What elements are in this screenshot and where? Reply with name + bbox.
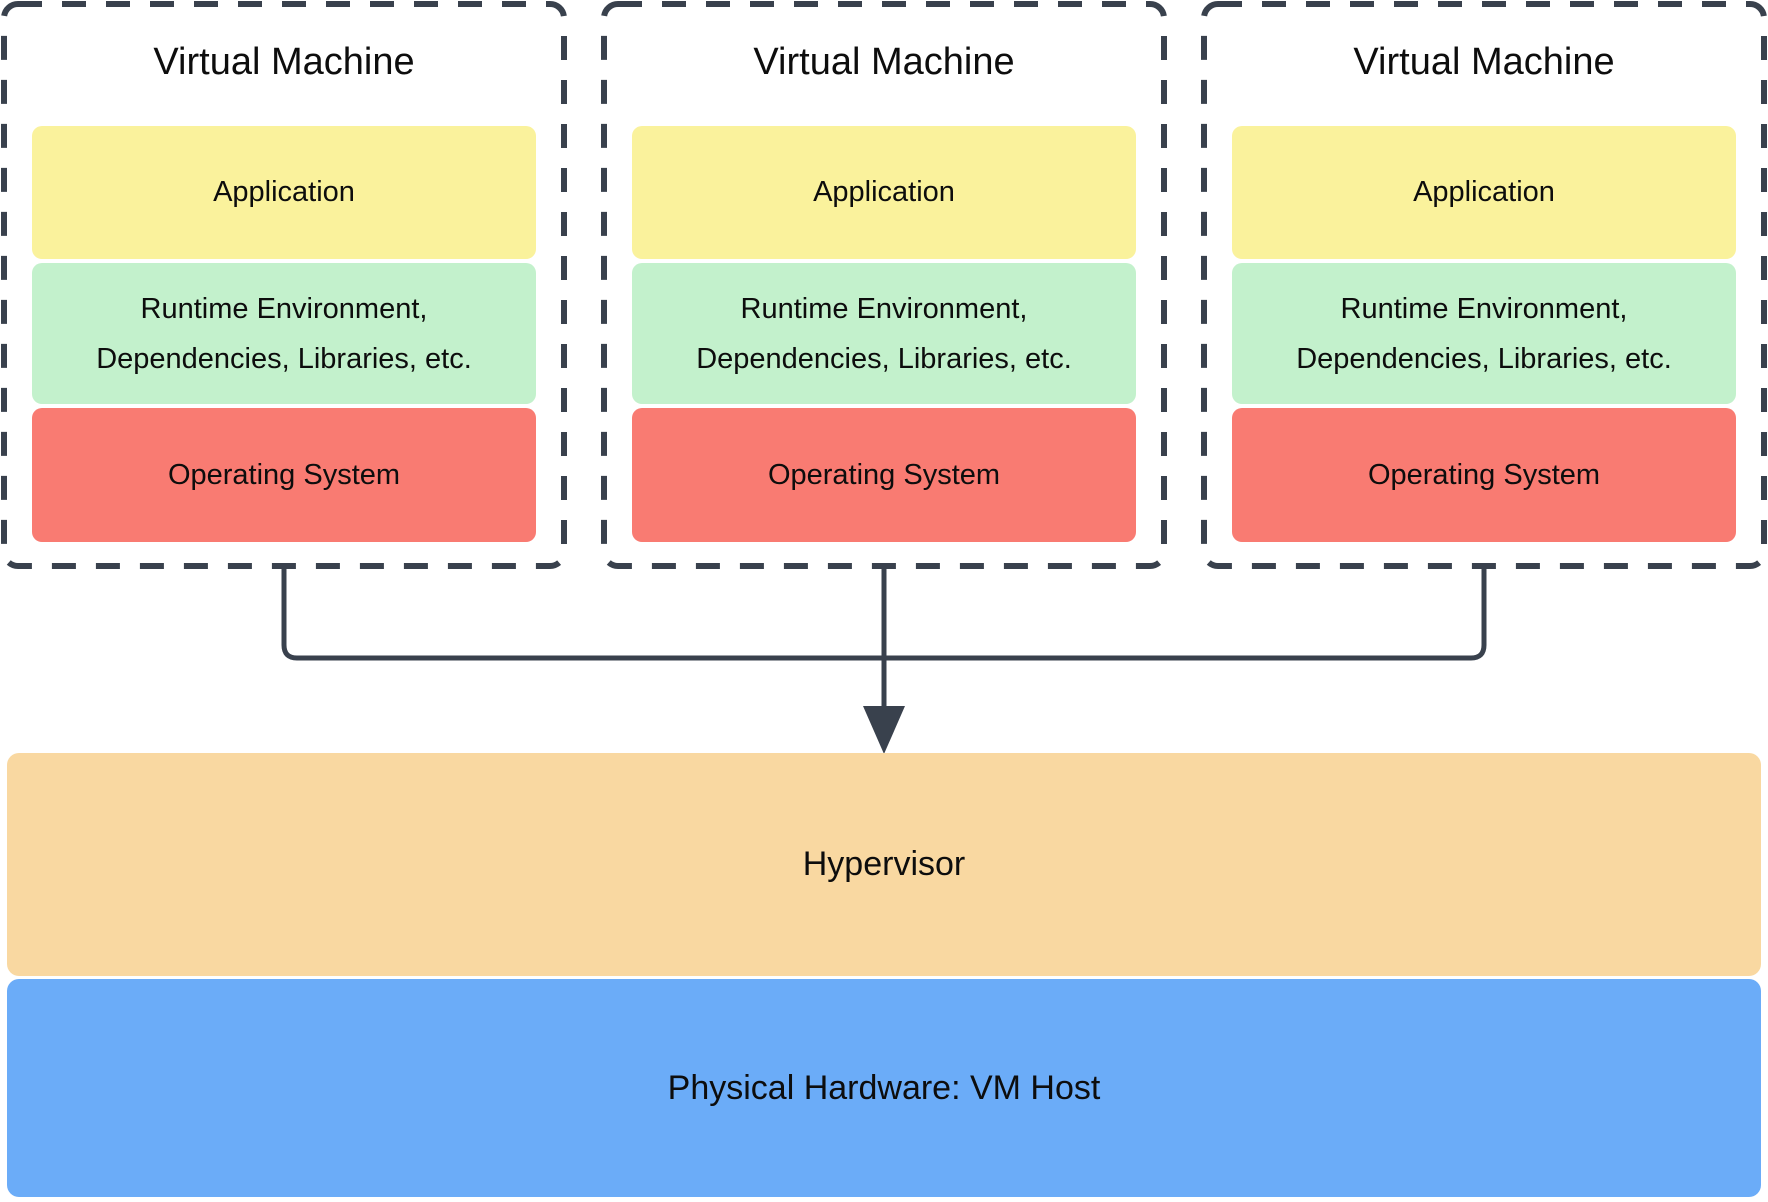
operating-system-label: Operating System bbox=[1367, 458, 1601, 491]
runtime-label-line1: Runtime Environment, bbox=[1340, 292, 1628, 325]
runtime-label-line1: Runtime Environment, bbox=[740, 292, 1028, 325]
runtime-layer: Runtime Environment, Dependencies, Libra… bbox=[1232, 263, 1736, 404]
operating-system-layer: Operating System bbox=[1232, 408, 1736, 542]
application-layer: Application bbox=[632, 126, 1136, 259]
operating-system-layer: Operating System bbox=[632, 408, 1136, 542]
runtime-label-line2: Dependencies, Libraries, etc. bbox=[1296, 342, 1672, 375]
application-layer: Application bbox=[32, 126, 536, 259]
vm1-dashed-border bbox=[1, 1, 567, 569]
runtime-label-line2: Dependencies, Libraries, etc. bbox=[696, 342, 1072, 375]
virtual-machine-box-2: Virtual Machine Application Runtime Envi… bbox=[604, 4, 1164, 566]
application-label: Application bbox=[813, 176, 955, 208]
operating-system-layer: Operating System bbox=[32, 408, 536, 542]
application-label: Application bbox=[213, 176, 355, 208]
vm2-dashed-border bbox=[601, 1, 1167, 569]
runtime-layer: Runtime Environment, Dependencies, Libra… bbox=[32, 263, 536, 404]
application-label: Application bbox=[1413, 176, 1555, 208]
physical-hardware-label: Physical Hardware: VM Host bbox=[667, 1068, 1101, 1107]
hypervisor-box: Hypervisor bbox=[7, 753, 1761, 976]
virtual-machine-box-1: Virtual Machine Application Runtime Envi… bbox=[4, 4, 564, 566]
vm3-dashed-border bbox=[1201, 1, 1767, 569]
runtime-layer: Runtime Environment, Dependencies, Libra… bbox=[632, 263, 1136, 404]
hypervisor-label: Hypervisor bbox=[802, 845, 966, 883]
runtime-label-line2: Dependencies, Libraries, etc. bbox=[96, 342, 472, 375]
vm-title: Virtual Machine bbox=[153, 41, 415, 83]
virtual-machine-box-3: Virtual Machine Application Runtime Envi… bbox=[1204, 4, 1764, 566]
runtime-label-line1: Runtime Environment, bbox=[140, 292, 428, 325]
vm-title: Virtual Machine bbox=[753, 41, 1015, 83]
vm-title: Virtual Machine bbox=[1353, 41, 1615, 83]
physical-hardware-box: Physical Hardware: VM Host bbox=[7, 979, 1761, 1197]
application-layer: Application bbox=[1232, 126, 1736, 259]
operating-system-label: Operating System bbox=[167, 458, 401, 491]
arrow-down-icon bbox=[863, 706, 905, 754]
operating-system-label: Operating System bbox=[767, 458, 1001, 491]
